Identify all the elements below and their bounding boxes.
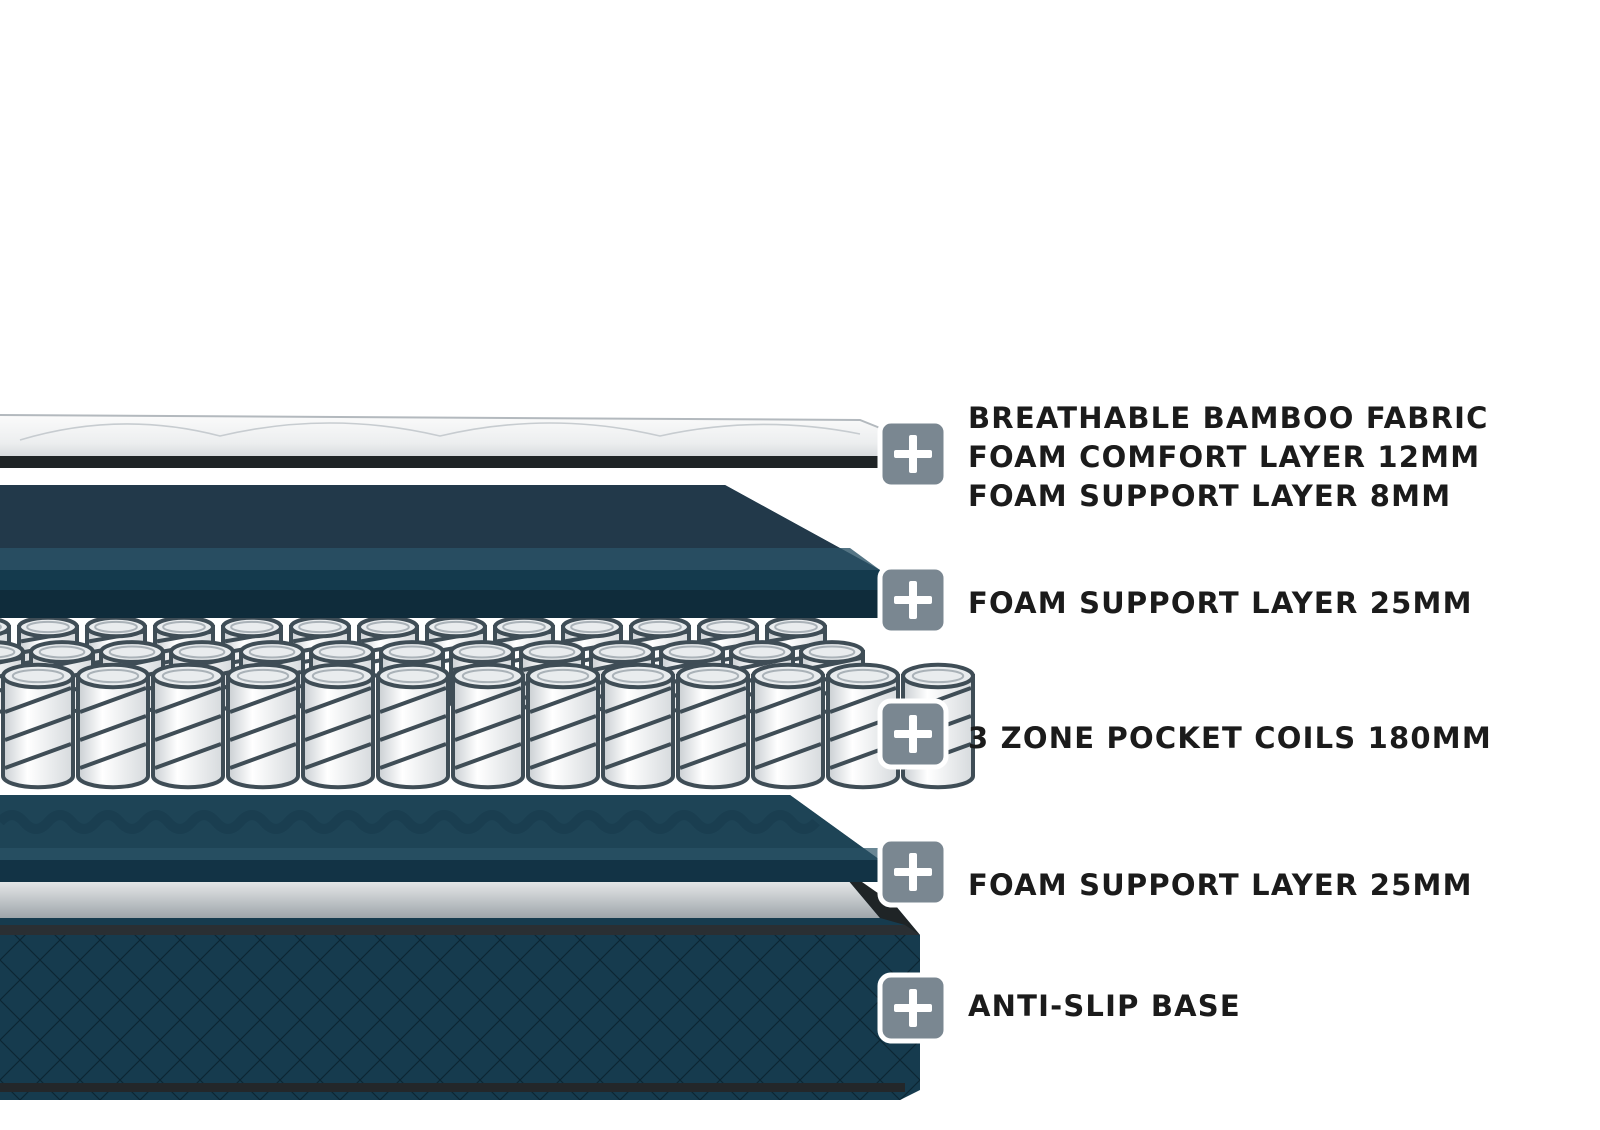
pocket-coil	[151, 662, 225, 790]
label-anti-slip-base: ANTI-SLIP BASE	[968, 989, 1241, 1023]
plus-icon	[894, 853, 932, 891]
foam-lower-plus-button[interactable]	[877, 836, 949, 908]
plus-icon	[894, 435, 932, 473]
plus-icon	[894, 715, 932, 753]
anti-slip-base-layer	[0, 875, 920, 1100]
top-layer-plus-button[interactable]	[877, 418, 949, 490]
foam-support-lower-layer	[0, 795, 880, 882]
foam-upper-plus-button[interactable]	[877, 564, 949, 636]
plus-icon	[894, 581, 932, 619]
pocket-coil	[376, 662, 450, 790]
label-foam-support-lower: FOAM SUPPORT LAYER 25MM	[968, 868, 1473, 902]
label-breathable-bamboo-fabric: BREATHABLE BAMBOO FABRIC	[968, 401, 1489, 435]
label-foam-support-8mm: FOAM SUPPORT LAYER 8MM	[968, 479, 1452, 513]
pocket-coils-layer	[0, 615, 975, 790]
pocket-coil	[601, 662, 675, 790]
pocket-coil	[526, 662, 600, 790]
label-foam-comfort-layer: FOAM COMFORT LAYER 12MM	[968, 440, 1481, 474]
pocket-coil	[451, 662, 525, 790]
base-plus-button[interactable]	[877, 972, 949, 1044]
pocket-coil	[301, 662, 375, 790]
pocket-coil	[676, 662, 750, 790]
coils-plus-button[interactable]	[877, 698, 949, 770]
pocket-coil	[1, 662, 75, 790]
foam-support-upper-layer	[0, 485, 880, 618]
label-pocket-coils: 3 ZONE POCKET COILS 180MM	[968, 721, 1492, 755]
plus-icon	[894, 989, 932, 1027]
pocket-coil	[226, 662, 300, 790]
label-foam-support-upper: FOAM SUPPORT LAYER 25MM	[968, 586, 1473, 620]
top-fabric-comfort-layer	[0, 414, 881, 468]
pocket-coil	[76, 662, 150, 790]
pocket-coil	[751, 662, 825, 790]
